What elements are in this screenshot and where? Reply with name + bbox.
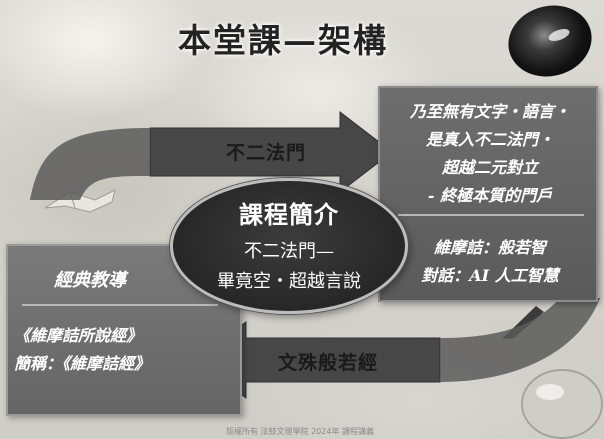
left-box-line-2: 簡稱：《維摩詰經》	[14, 354, 151, 373]
center-line-2: 畢竟空・超越言說	[217, 271, 361, 292]
right-box-divider	[398, 214, 584, 216]
left-box-line-1: 《維摩詰所說經》	[14, 326, 143, 345]
top-arrow	[149, 110, 393, 194]
left-box-title: 經典教導	[54, 270, 126, 291]
bottom-arrow-label: 文殊般若經	[278, 352, 379, 374]
glass-sphere-icon	[521, 369, 603, 439]
right-box-line-6: 對話：AI 人工智慧	[421, 266, 559, 285]
left-box-divider	[22, 304, 218, 306]
page-title: 本堂課—架構	[178, 21, 388, 60]
right-box-line-3: 超越二元對立	[441, 158, 538, 177]
top-arrow-label: 不二法門	[226, 142, 307, 164]
center-ellipse: 課程簡介 不二法門— 畢竟空・超越言說	[170, 178, 408, 314]
top-arrow-tail	[30, 128, 150, 200]
right-box-line-5: 維摩詰：般若智	[433, 238, 546, 257]
center-title: 課程簡介	[239, 200, 339, 229]
right-box-line-1: 乃至無有文字・語言・	[409, 102, 570, 121]
footer-caption: 版權所有 法鼓文理學院 2024年 課程講義	[226, 427, 374, 436]
right-box: 乃至無有文字・語言・ 是真入不二法門・ 超越二元對立 - 終極本質的門戶 維摩詰…	[378, 86, 598, 302]
bottom-arrow-tail	[440, 298, 600, 382]
right-box-line-4: - 終極本質的門戶	[427, 186, 553, 205]
right-box-line-2: 是真入不二法門・	[425, 130, 554, 149]
center-line-1: 不二法門—	[244, 241, 334, 262]
